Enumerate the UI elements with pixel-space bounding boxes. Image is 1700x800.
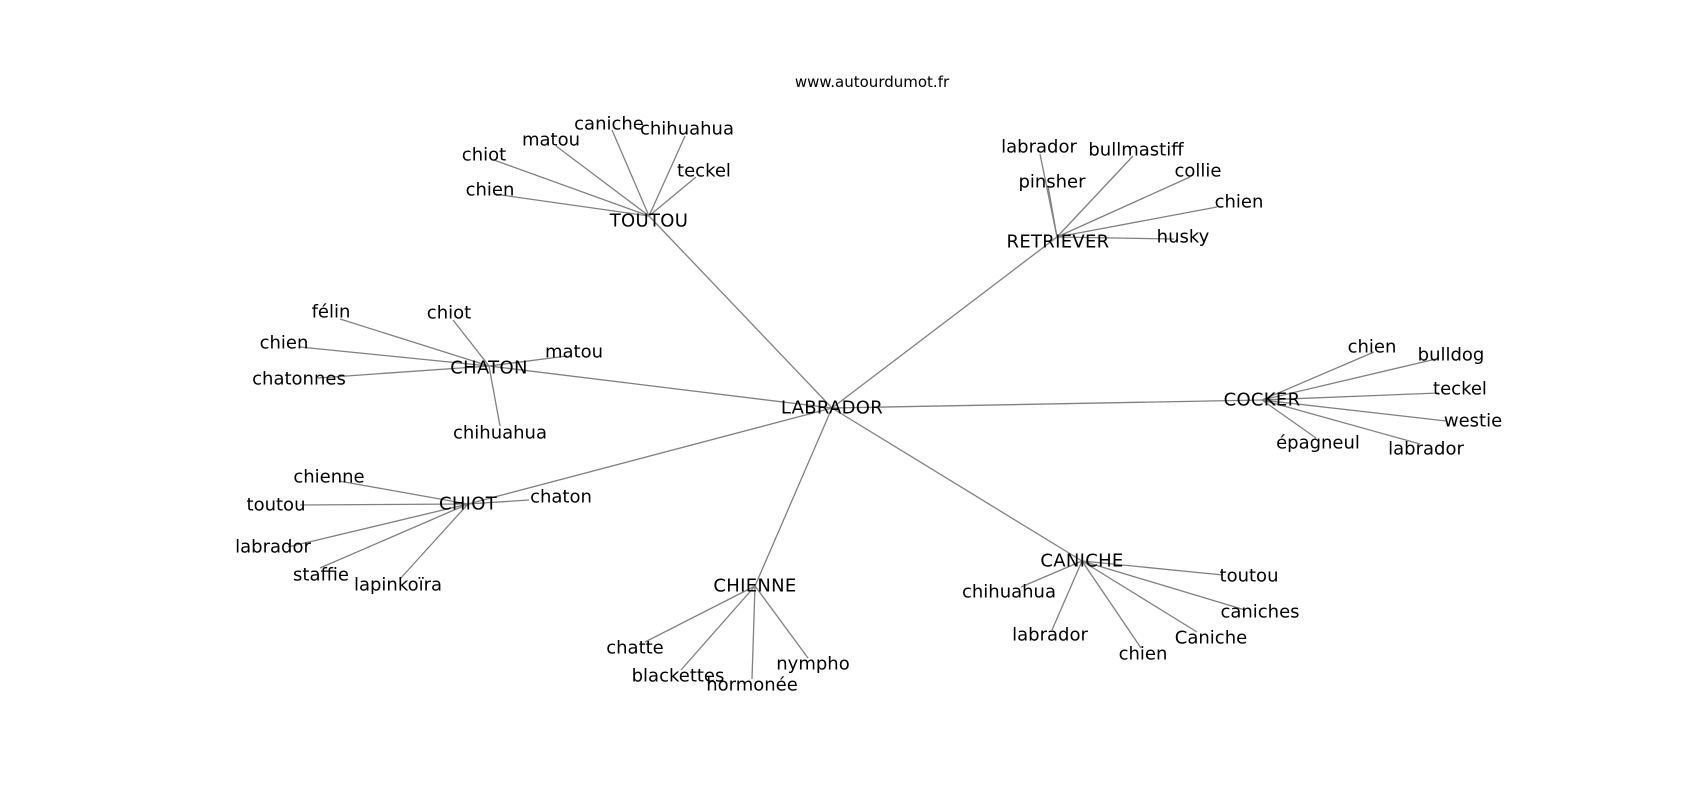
leaf-node-chiot-2[interactable]: chaton — [530, 487, 592, 508]
edge-chienne-leaf-3 — [754, 585, 809, 659]
leaf-node-toutou-5[interactable]: chien — [466, 180, 515, 201]
edge-toutou-leaf-4 — [648, 176, 697, 217]
leaf-node-chaton-5[interactable]: chihuahua — [453, 423, 547, 444]
edge-chaton-leaf-1 — [452, 319, 490, 367]
leaf-node-chaton-1[interactable]: chiot — [427, 303, 471, 324]
edge-cocker-leaf-2 — [1261, 392, 1440, 401]
leaf-node-chaton-2[interactable]: chien — [260, 333, 309, 354]
edge-labrador-retriever — [831, 236, 1058, 409]
leaf-node-toutou-1[interactable]: matou — [522, 130, 580, 151]
edge-chaton-leaf-5 — [488, 365, 501, 427]
edge-labrador-chaton — [488, 365, 833, 409]
edges-layer — [287, 129, 1447, 680]
hub-node-toutou[interactable]: TOUTOU — [609, 211, 688, 232]
edge-toutou-leaf-2 — [611, 129, 650, 217]
edge-toutou-leaf-0 — [493, 159, 650, 217]
leaf-node-cocker-5[interactable]: labrador — [1388, 439, 1464, 460]
leaf-node-retriever-5[interactable]: husky — [1157, 227, 1210, 248]
edge-chiot-leaf-1 — [299, 503, 469, 506]
leaf-node-chienne-2[interactable]: hormonée — [706, 675, 798, 696]
edge-chienne-leaf-0 — [644, 585, 756, 643]
leaf-node-chiot-4[interactable]: staffie — [293, 565, 349, 586]
edge-retriever-leaf-5 — [1056, 236, 1175, 240]
leaf-node-chiot-0[interactable]: chienne — [293, 467, 364, 488]
edge-toutou-leaf-1 — [555, 145, 650, 217]
leaf-node-toutou-0[interactable]: chiot — [462, 145, 506, 166]
leaf-node-toutou-2[interactable]: caniche — [574, 114, 644, 135]
leaf-node-chiot-1[interactable]: toutou — [247, 495, 306, 516]
leaf-node-cocker-3[interactable]: westie — [1444, 411, 1502, 432]
edge-caniche-leaf-3 — [1051, 560, 1083, 631]
leaf-node-cocker-4[interactable]: épagneul — [1276, 433, 1360, 454]
leaf-node-toutou-3[interactable]: chihuahua — [640, 119, 734, 140]
edge-retriever-leaf-4 — [1056, 206, 1218, 238]
leaf-node-retriever-3[interactable]: collie — [1175, 161, 1222, 182]
edge-chiot-leaf-0 — [338, 480, 469, 505]
leaf-node-chaton-0[interactable]: félin — [312, 302, 351, 323]
edge-toutou-leaf-5 — [493, 193, 650, 217]
edge-retriever-leaf-3 — [1056, 176, 1191, 238]
leaf-node-chienne-3[interactable]: nympho — [776, 654, 849, 675]
edge-caniche-leaf-1 — [1081, 560, 1224, 576]
edge-chienne-leaf-1 — [680, 585, 756, 671]
hub-node-retriever[interactable]: RETRIEVER — [1007, 232, 1110, 253]
edge-cocker-leaf-4 — [1261, 399, 1317, 439]
edge-chaton-leaf-4 — [317, 365, 490, 379]
leaf-node-caniche-3[interactable]: labrador — [1012, 625, 1088, 646]
edge-retriever-leaf-1 — [1056, 155, 1134, 238]
edge-chaton-leaf-2 — [299, 346, 490, 367]
edge-cocker-leaf-5 — [1261, 399, 1421, 445]
hub-node-chiot[interactable]: CHIOT — [439, 494, 498, 515]
leaf-node-retriever-4[interactable]: chien — [1215, 192, 1264, 213]
edge-toutou-leaf-3 — [648, 135, 686, 217]
leaf-node-chiot-3[interactable]: labrador — [235, 537, 311, 558]
leaf-node-retriever-2[interactable]: pinsher — [1018, 172, 1086, 193]
edge-labrador-caniche — [831, 407, 1083, 562]
leaf-node-chiot-5[interactable]: lapinkoïra — [354, 575, 442, 596]
leaf-node-caniche-1[interactable]: toutou — [1220, 566, 1279, 587]
edge-caniche-leaf-4 — [1081, 560, 1142, 649]
edge-chaton-leaf-3 — [488, 355, 568, 367]
labels-layer: www.autourdumot.fr TOUTOUchiotmatoucanic… — [235, 73, 1502, 696]
leaf-node-chienne-1[interactable]: blackettes — [632, 666, 725, 687]
leaf-node-chaton-3[interactable]: matou — [545, 342, 603, 363]
leaf-node-chienne-0[interactable]: chatte — [606, 638, 664, 659]
leaf-node-toutou-4[interactable]: teckel — [677, 161, 731, 182]
edge-caniche-leaf-0 — [1020, 560, 1083, 588]
edge-chienne-leaf-2 — [751, 585, 756, 680]
edge-cocker-leaf-3 — [1261, 399, 1447, 422]
edge-cocker-leaf-1 — [1261, 358, 1437, 401]
edge-caniche-leaf-5 — [1081, 560, 1198, 633]
leaf-node-retriever-1[interactable]: bullmastiff — [1088, 140, 1184, 161]
edge-cocker-leaf-0 — [1261, 351, 1375, 401]
hub-node-chaton[interactable]: CHATON — [450, 358, 527, 379]
edge-chiot-leaf-2 — [467, 499, 530, 505]
leaf-node-caniche-0[interactable]: chihuahua — [962, 582, 1056, 603]
edge-labrador-toutou — [648, 215, 833, 409]
edge-caniche-leaf-2 — [1081, 560, 1246, 611]
edge-chaton-leaf-0 — [339, 318, 490, 367]
center-node-labrador[interactable]: LABRADOR — [781, 398, 883, 419]
hub-node-chienne[interactable]: CHIENNE — [713, 576, 796, 597]
edge-retriever-leaf-2 — [1047, 185, 1058, 238]
source-url: www.autourdumot.fr — [795, 73, 950, 91]
leaf-node-caniche-2[interactable]: caniches — [1220, 602, 1299, 623]
leaf-node-retriever-0[interactable]: labrador — [1001, 137, 1077, 158]
hub-node-caniche[interactable]: CANICHE — [1040, 551, 1123, 572]
edge-chiot-leaf-5 — [399, 503, 469, 580]
leaf-node-chaton-4[interactable]: chatonnes — [252, 369, 346, 390]
leaf-node-cocker-2[interactable]: teckel — [1433, 379, 1487, 400]
leaf-node-caniche-5[interactable]: Caniche — [1175, 628, 1247, 649]
edge-chiot-leaf-4 — [319, 503, 469, 569]
edge-labrador-cocker — [831, 399, 1263, 409]
hub-node-cocker[interactable]: COCKER — [1224, 390, 1301, 411]
leaf-node-caniche-4[interactable]: chien — [1119, 644, 1168, 665]
edge-chiot-leaf-3 — [287, 503, 469, 548]
edge-labrador-chienne — [754, 407, 833, 587]
leaf-node-cocker-0[interactable]: chien — [1348, 337, 1397, 358]
edge-labrador-chiot — [467, 407, 833, 505]
leaf-node-cocker-1[interactable]: bulldog — [1418, 345, 1485, 366]
